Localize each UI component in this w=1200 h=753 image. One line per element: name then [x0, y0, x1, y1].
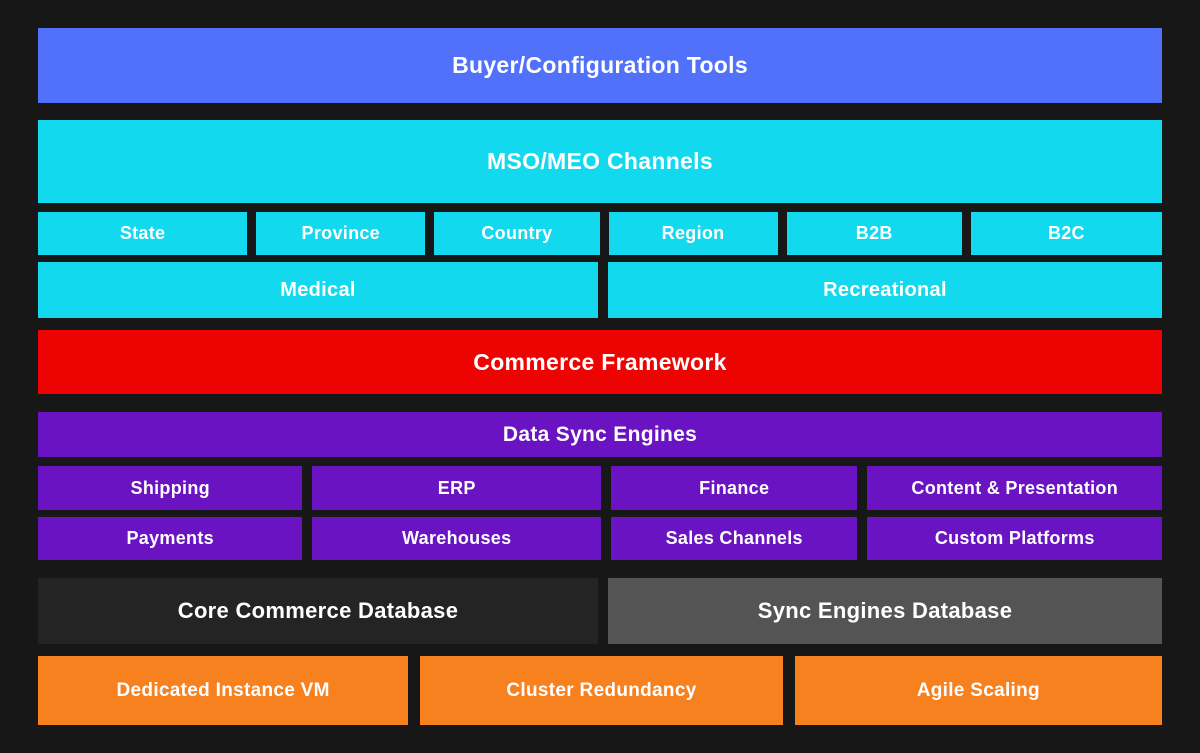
infrastructure-row: Dedicated Instance VM Cluster Redundancy…	[38, 656, 1162, 725]
block-shipping: Shipping	[38, 466, 303, 510]
block-region: Region	[608, 212, 778, 255]
block-agile-scaling: Agile Scaling	[794, 656, 1162, 725]
block-custom-platforms: Custom Platforms	[867, 517, 1162, 560]
block-finance: Finance	[611, 466, 858, 510]
block-dedicated-instance-vm: Dedicated Instance VM	[38, 656, 409, 725]
block-mso-meo-channels: MSO/MEO Channels	[38, 120, 1162, 203]
block-warehouses: Warehouses	[312, 517, 601, 560]
block-erp: ERP	[312, 466, 601, 510]
block-commerce-framework: Commerce Framework	[38, 330, 1162, 394]
sync-integrations-row-1: Shipping ERP Finance Content & Presentat…	[38, 466, 1162, 510]
channel-types-row: State Province Country Region B2B B2C	[38, 212, 1162, 255]
block-province: Province	[256, 212, 426, 255]
databases-row: Core Commerce Database Sync Engines Data…	[38, 578, 1162, 644]
block-b2b: B2B	[786, 212, 962, 255]
block-content-presentation: Content & Presentation	[867, 466, 1162, 510]
block-country: Country	[434, 212, 600, 255]
block-sales-channels: Sales Channels	[611, 517, 858, 560]
block-medical: Medical	[38, 262, 598, 318]
block-payments: Payments	[38, 517, 303, 560]
block-data-sync-engines: Data Sync Engines	[38, 412, 1162, 457]
market-types-row: Medical Recreational	[38, 262, 1162, 318]
block-core-commerce-database: Core Commerce Database	[38, 578, 598, 644]
block-recreational: Recreational	[608, 262, 1162, 318]
block-state: State	[38, 212, 248, 255]
block-buyer-configuration-tools: Buyer/Configuration Tools	[38, 28, 1162, 103]
block-sync-engines-database: Sync Engines Database	[608, 578, 1162, 644]
block-cluster-redundancy: Cluster Redundancy	[420, 656, 783, 725]
sync-integrations-row-2: Payments Warehouses Sales Channels Custo…	[38, 517, 1162, 560]
block-b2c: B2C	[970, 212, 1162, 255]
